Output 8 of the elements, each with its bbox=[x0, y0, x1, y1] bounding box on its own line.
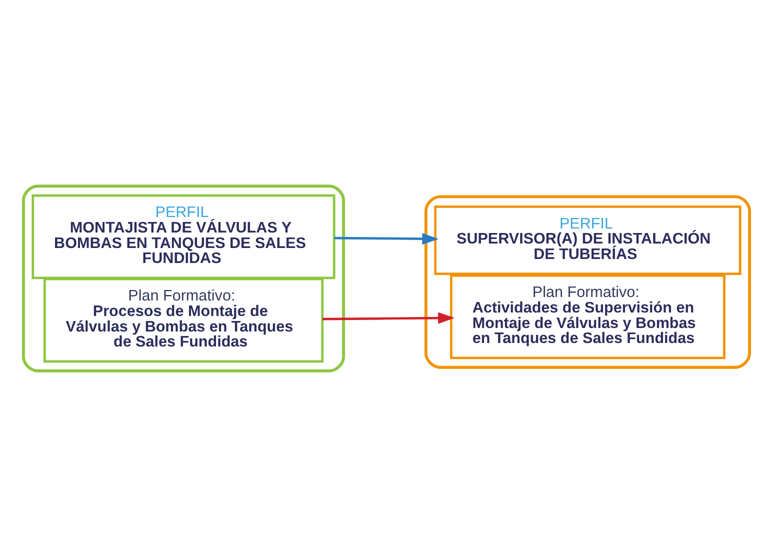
node-box: Plan Formativo: Procesos de Montaje de Válvulas y Bombas en Tanques de Sales Fundidas bbox=[43, 278, 324, 363]
cluster bbox=[424, 195, 751, 369]
node-box: PERFIL SUPERVISOR(A) DE INSTALACIÓN DE TUBERÍAS bbox=[434, 206, 742, 275]
node-box: PERFIL MONTAJISTA DE VÁLVULAS Y BOMBAS EN TANQUES DE SALES FUNDIDAS bbox=[32, 194, 336, 280]
node-box: Plan Formativo: Actividades de Supervisión en Montaje de Válvulas y Bombas en Tanques de Sales Fundidas bbox=[450, 274, 726, 360]
arrow bbox=[334, 233, 439, 245]
arrow bbox=[322, 312, 455, 324]
cluster bbox=[22, 184, 346, 372]
